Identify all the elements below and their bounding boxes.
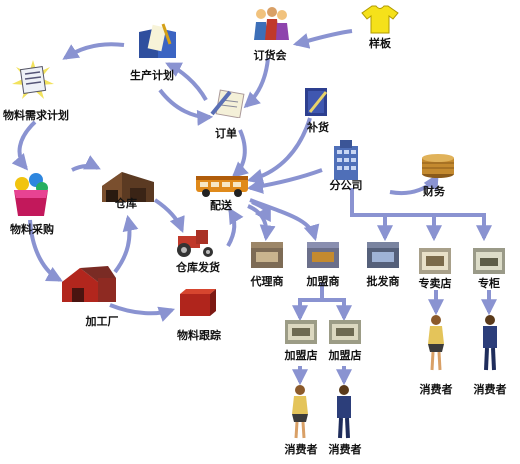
label-consumer-1: 消费者 xyxy=(284,443,318,456)
label-order-meeting: 订货会 xyxy=(253,49,287,62)
label-replenishment: 补货 xyxy=(307,121,329,134)
arrow-franchisee-down xyxy=(292,283,324,322)
arrow-delivery-to-franchisee xyxy=(249,198,320,242)
arrow-order-to-plan xyxy=(165,62,208,102)
office-building-icon xyxy=(334,140,358,180)
label-delivery: 配送 xyxy=(210,199,232,212)
label-franchise-store-2: 加盟店 xyxy=(328,349,362,362)
arrow-purchase-to-warehouse xyxy=(71,155,101,172)
arrow-sample-to-meeting xyxy=(292,29,353,49)
label-warehouse-shipping: 仓库发货 xyxy=(176,261,220,274)
label-finance: 财务 xyxy=(423,185,445,198)
arrow-order-to-delivery xyxy=(231,129,249,179)
exclusive-store-icon xyxy=(419,248,451,274)
arrow-meeting-to-order xyxy=(243,57,270,109)
arrow-factory-to-warehouse xyxy=(113,214,139,274)
label-consumer-3: 消费者 xyxy=(419,383,453,396)
tractor-icon xyxy=(177,230,213,257)
arrow-delivery-to-tracking xyxy=(251,200,271,222)
arrow-franchisee-right xyxy=(322,298,352,322)
label-branch-office: 分公司 xyxy=(329,179,363,192)
label-processing-factory: 加工厂 xyxy=(85,315,119,328)
consumer-man-icon xyxy=(483,315,497,371)
label-consumer-2: 消费者 xyxy=(328,443,362,456)
label-franchisee: 加盟商 xyxy=(306,275,340,288)
wholesaler-shop-icon xyxy=(367,242,399,268)
label-material-requirements-plan: 物料需求计划 xyxy=(3,109,69,122)
plan-book-icon xyxy=(139,23,176,58)
franchisee-shop-icon xyxy=(307,242,339,268)
warehouse-icon xyxy=(102,172,154,202)
people-meeting-icon xyxy=(254,7,289,40)
coin-stack-icon xyxy=(422,154,454,178)
arrow-plan-to-order xyxy=(158,88,214,126)
arrow-factory-to-tracking xyxy=(109,303,176,322)
consumer-man-icon xyxy=(337,385,351,439)
arrow-branch-to-delivery xyxy=(246,168,323,194)
arrow-delivery-to-agent xyxy=(247,204,276,242)
arrow-mrp-to-purchase xyxy=(11,120,37,171)
franchise-store-icon xyxy=(329,320,361,344)
label-counter: 专柜 xyxy=(478,277,500,290)
agent-shop-icon xyxy=(251,242,283,268)
tracking-box-icon xyxy=(180,289,216,316)
label-franchise-store-1: 加盟店 xyxy=(284,349,318,362)
label-wholesaler: 批发商 xyxy=(366,275,400,288)
document-burst-icon xyxy=(12,60,54,99)
label-consumer-4: 消费者 xyxy=(473,383,507,396)
notebook-icon xyxy=(305,88,328,116)
label-agent: 代理商 xyxy=(250,275,284,288)
consumer-woman-icon xyxy=(428,315,444,371)
factory-barn-icon xyxy=(62,266,116,302)
label-sample: 样板 xyxy=(369,37,391,50)
label-material-purchase: 物料采购 xyxy=(10,223,54,236)
arrow-warehouse-to-shipping xyxy=(153,198,185,233)
label-production-plan: 生产计划 xyxy=(130,69,174,82)
arrow-branch-to-finance xyxy=(389,173,439,195)
label-warehouse: 仓库 xyxy=(115,197,137,210)
order-pen-icon xyxy=(210,89,245,118)
label-exclusive-store: 专卖店 xyxy=(418,277,452,290)
label-order: 订单 xyxy=(215,127,237,140)
label-material-tracking: 物料跟踪 xyxy=(177,329,221,342)
counter-icon xyxy=(473,248,505,274)
arrow-replenish-to-delivery xyxy=(246,117,312,185)
arrow-branch-down xyxy=(350,188,492,242)
delivery-bus-icon xyxy=(196,176,248,197)
arrow-plan-to-mrp xyxy=(62,42,125,60)
arrow-purchase-to-factory xyxy=(28,219,63,282)
arrow-shipping-to-delivery xyxy=(226,207,244,247)
shirt-icon xyxy=(361,5,399,34)
consumer-woman-icon xyxy=(292,385,308,439)
shopping-bag-icon xyxy=(14,173,48,216)
franchise-store-icon xyxy=(285,320,317,344)
